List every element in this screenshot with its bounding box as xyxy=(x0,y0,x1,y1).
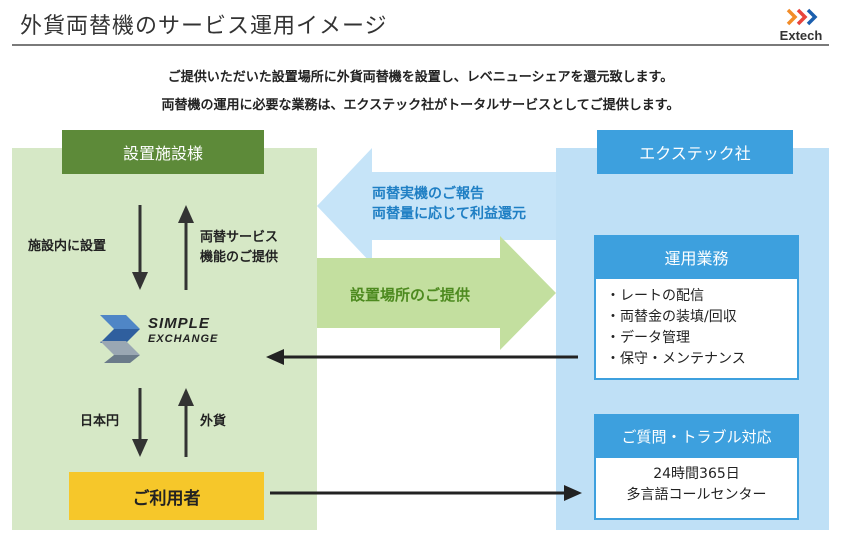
report-label-1: 両替実機のご報告 xyxy=(372,186,484,202)
ops-item-data: ・データ管理 xyxy=(606,330,690,346)
exchange-chevron-icon xyxy=(100,315,140,363)
extech-header: エクステック社 xyxy=(597,130,793,174)
logo-text: Extech xyxy=(779,28,823,43)
ops-arrow-head xyxy=(266,349,284,365)
service-arrow-head xyxy=(178,205,194,223)
foreign-currency-label: 外貨 xyxy=(200,414,227,429)
intro-line-1: ご提供いただいた設置場所に外貨両替機を設置し、レベニューシェアを還元致します。 xyxy=(167,70,674,85)
operations-list: ・レートの配信 ・両替金の装填/回収 ・データ管理 ・保守・メンテナンス xyxy=(606,286,746,370)
operations-header: 運用業務 xyxy=(594,235,799,279)
support-callcenter: 多言語コールセンター xyxy=(626,487,767,503)
yen-arrow-head xyxy=(132,439,148,457)
install-label: 施設内に設置 xyxy=(28,239,107,254)
chevrons-icon xyxy=(786,8,818,26)
logo-word-exchange: EXCHANGE xyxy=(148,333,219,345)
report-label-2: 両替量に応じて利益還元 xyxy=(372,206,526,222)
facility-header: 設置施設様 xyxy=(62,130,264,174)
location-provide-label: 設置場所のご提供 xyxy=(350,286,471,304)
service-label-2: 機能のご提供 xyxy=(200,250,279,265)
ops-item-maintenance: ・保守・メンテナンス xyxy=(606,351,746,367)
location-arrow xyxy=(317,236,556,350)
support-text: 24時間365日 多言語コールセンター xyxy=(594,464,799,506)
user-box: ご利用者 xyxy=(69,472,264,520)
ops-item-cash: ・両替金の装填/回収 xyxy=(606,309,737,325)
install-arrow-head xyxy=(132,272,148,290)
support-hours: 24時間365日 xyxy=(653,466,740,482)
intro-line-2: 両替機の運用に必要な業務は、エクステック社がトータルサービスとしてご提供します。 xyxy=(161,98,680,113)
support-header: ご質問・トラブル対応 xyxy=(594,414,799,458)
logo-word-simple: SIMPLE xyxy=(148,315,210,332)
foreign-arrow-head xyxy=(178,388,194,406)
report-arrow xyxy=(317,148,556,264)
title-divider xyxy=(12,44,829,46)
page-title: 外貨両替機のサービス運用イメージ xyxy=(20,14,388,39)
simple-exchange-logo: SIMPLE EXCHANGE xyxy=(96,311,246,365)
facility-panel xyxy=(12,148,317,530)
ops-item-rates: ・レートの配信 xyxy=(606,288,704,304)
support-arrow-head xyxy=(564,485,582,501)
service-label-1: 両替サービス xyxy=(200,230,279,245)
extech-logo: Extech xyxy=(772,7,832,45)
yen-label: 日本円 xyxy=(80,414,120,429)
